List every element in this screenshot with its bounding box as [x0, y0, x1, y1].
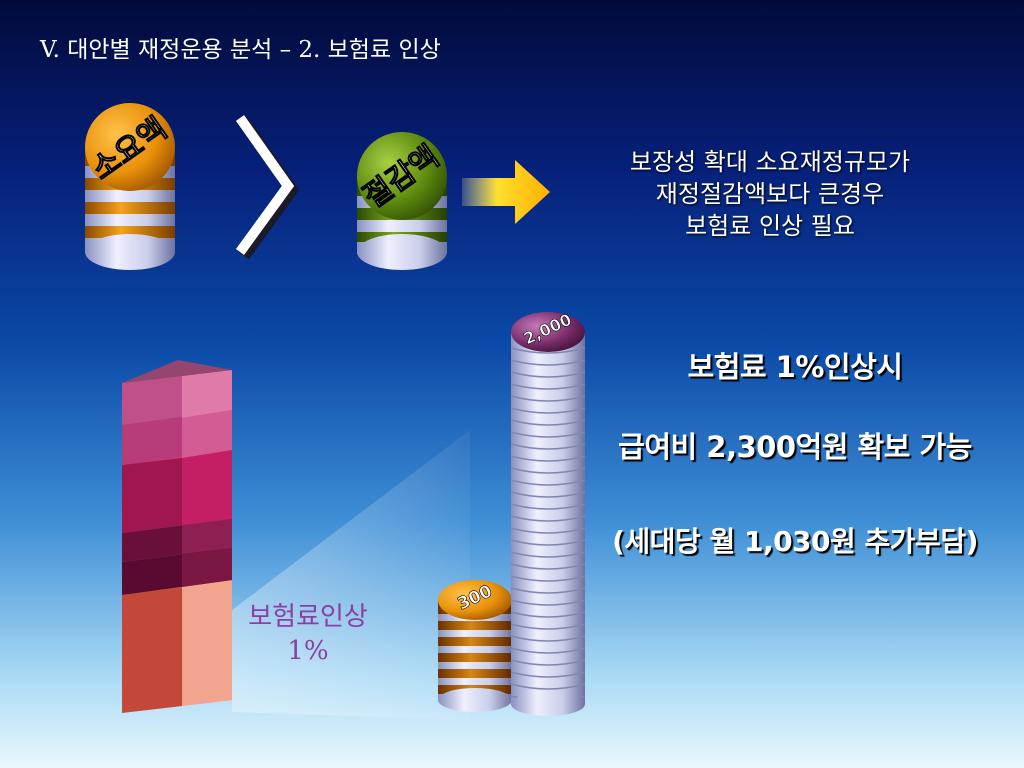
coin-edge	[510, 527, 586, 534]
rate-increase-line-1: 보험료인상	[248, 602, 368, 632]
small-coin-top	[438, 580, 512, 620]
coin-edge	[510, 347, 586, 354]
coin-edge	[510, 431, 586, 438]
coin-edge	[510, 671, 586, 678]
coin-edge	[510, 599, 586, 606]
coin-edge	[510, 491, 586, 498]
coin-edge	[510, 395, 586, 402]
required-amount-coin-top	[85, 103, 175, 191]
coin-edge	[510, 647, 586, 654]
premium-block-stack	[122, 360, 232, 713]
coin-edge	[510, 683, 586, 690]
slide-title: V. 대안별 재정운용 분석 – 2. 보험료 인상	[40, 37, 441, 63]
coin-edge	[510, 455, 586, 462]
large-coin-top	[511, 312, 585, 352]
coin-edge	[510, 383, 586, 390]
required-amount-coin-stack	[85, 103, 175, 270]
coin-edge	[510, 359, 586, 366]
coin-edge	[510, 443, 586, 450]
description-line-3: 보험료 인상 필요	[685, 212, 855, 240]
coin-edge	[510, 623, 586, 630]
savings-amount-coin-stack	[357, 132, 447, 270]
projection-beam	[232, 430, 470, 720]
large-coin-stack	[510, 312, 586, 716]
rate-increase-line-2: 1%	[287, 636, 329, 666]
coin-edge	[510, 575, 586, 582]
coin-edge	[510, 635, 586, 642]
coin-edge	[510, 659, 586, 666]
greater-than-icon	[235, 115, 295, 255]
rate-increase-label: 보험료인상 1%	[228, 600, 388, 668]
result-line-3: (세대당 월 1,030원 추가부담)	[612, 525, 978, 558]
coin-edge	[510, 539, 586, 546]
coin-edge	[510, 467, 586, 474]
coin-edge	[510, 371, 586, 378]
right-arrow-icon	[462, 160, 550, 224]
result-line-2: 급여비 2,300억원 확보 가능	[618, 430, 972, 464]
coin-edge	[510, 611, 586, 618]
description-text: 보장성 확대 소요재정규모가 재정절감액보다 큰경우 보험료 인상 필요	[560, 146, 980, 242]
result-line-1: 보험료 1%인상시	[687, 350, 903, 384]
coin-edge	[510, 551, 586, 558]
savings-amount-coin-top	[357, 132, 447, 220]
coin-edge	[510, 419, 586, 426]
coin-edge	[510, 503, 586, 510]
coin-edge	[510, 587, 586, 594]
coin-edge	[510, 563, 586, 570]
coin-edge	[510, 515, 586, 522]
description-line-1: 보장성 확대 소요재정규모가	[629, 148, 911, 176]
small-coin-stack	[438, 580, 512, 712]
coin-edge	[510, 407, 586, 414]
description-line-2: 재정절감액보다 큰경우	[655, 180, 885, 208]
coin-edge	[510, 479, 586, 486]
